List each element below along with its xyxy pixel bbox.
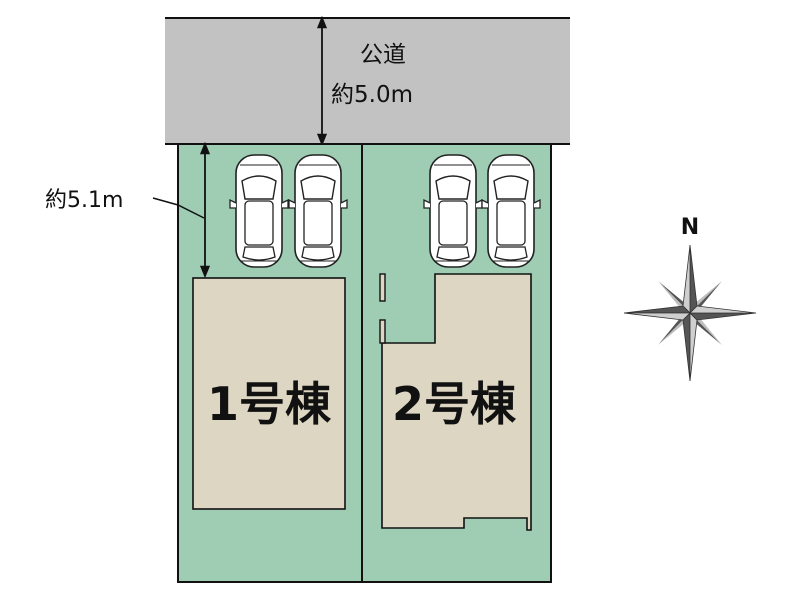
building-2-wall-stub <box>379 319 386 344</box>
car-icon <box>229 154 289 268</box>
car-icon <box>288 154 348 268</box>
setback-leader-line <box>152 197 205 219</box>
building-1 <box>192 277 346 510</box>
compass-north-label: N <box>681 215 699 240</box>
building-1-label: 1号棟 <box>207 377 332 431</box>
building-2-bay-window <box>379 273 386 302</box>
building-2-label: 2号棟 <box>392 377 517 431</box>
setback-label: 約5.1m <box>45 188 123 213</box>
road-name-label: 公道 <box>360 42 406 68</box>
road-width-label: 約5.0m <box>331 82 413 108</box>
car-icon <box>423 154 483 268</box>
public-road <box>165 18 570 144</box>
car-icon <box>481 154 541 268</box>
compass-rose-icon <box>623 244 757 382</box>
building-2 <box>381 273 532 531</box>
